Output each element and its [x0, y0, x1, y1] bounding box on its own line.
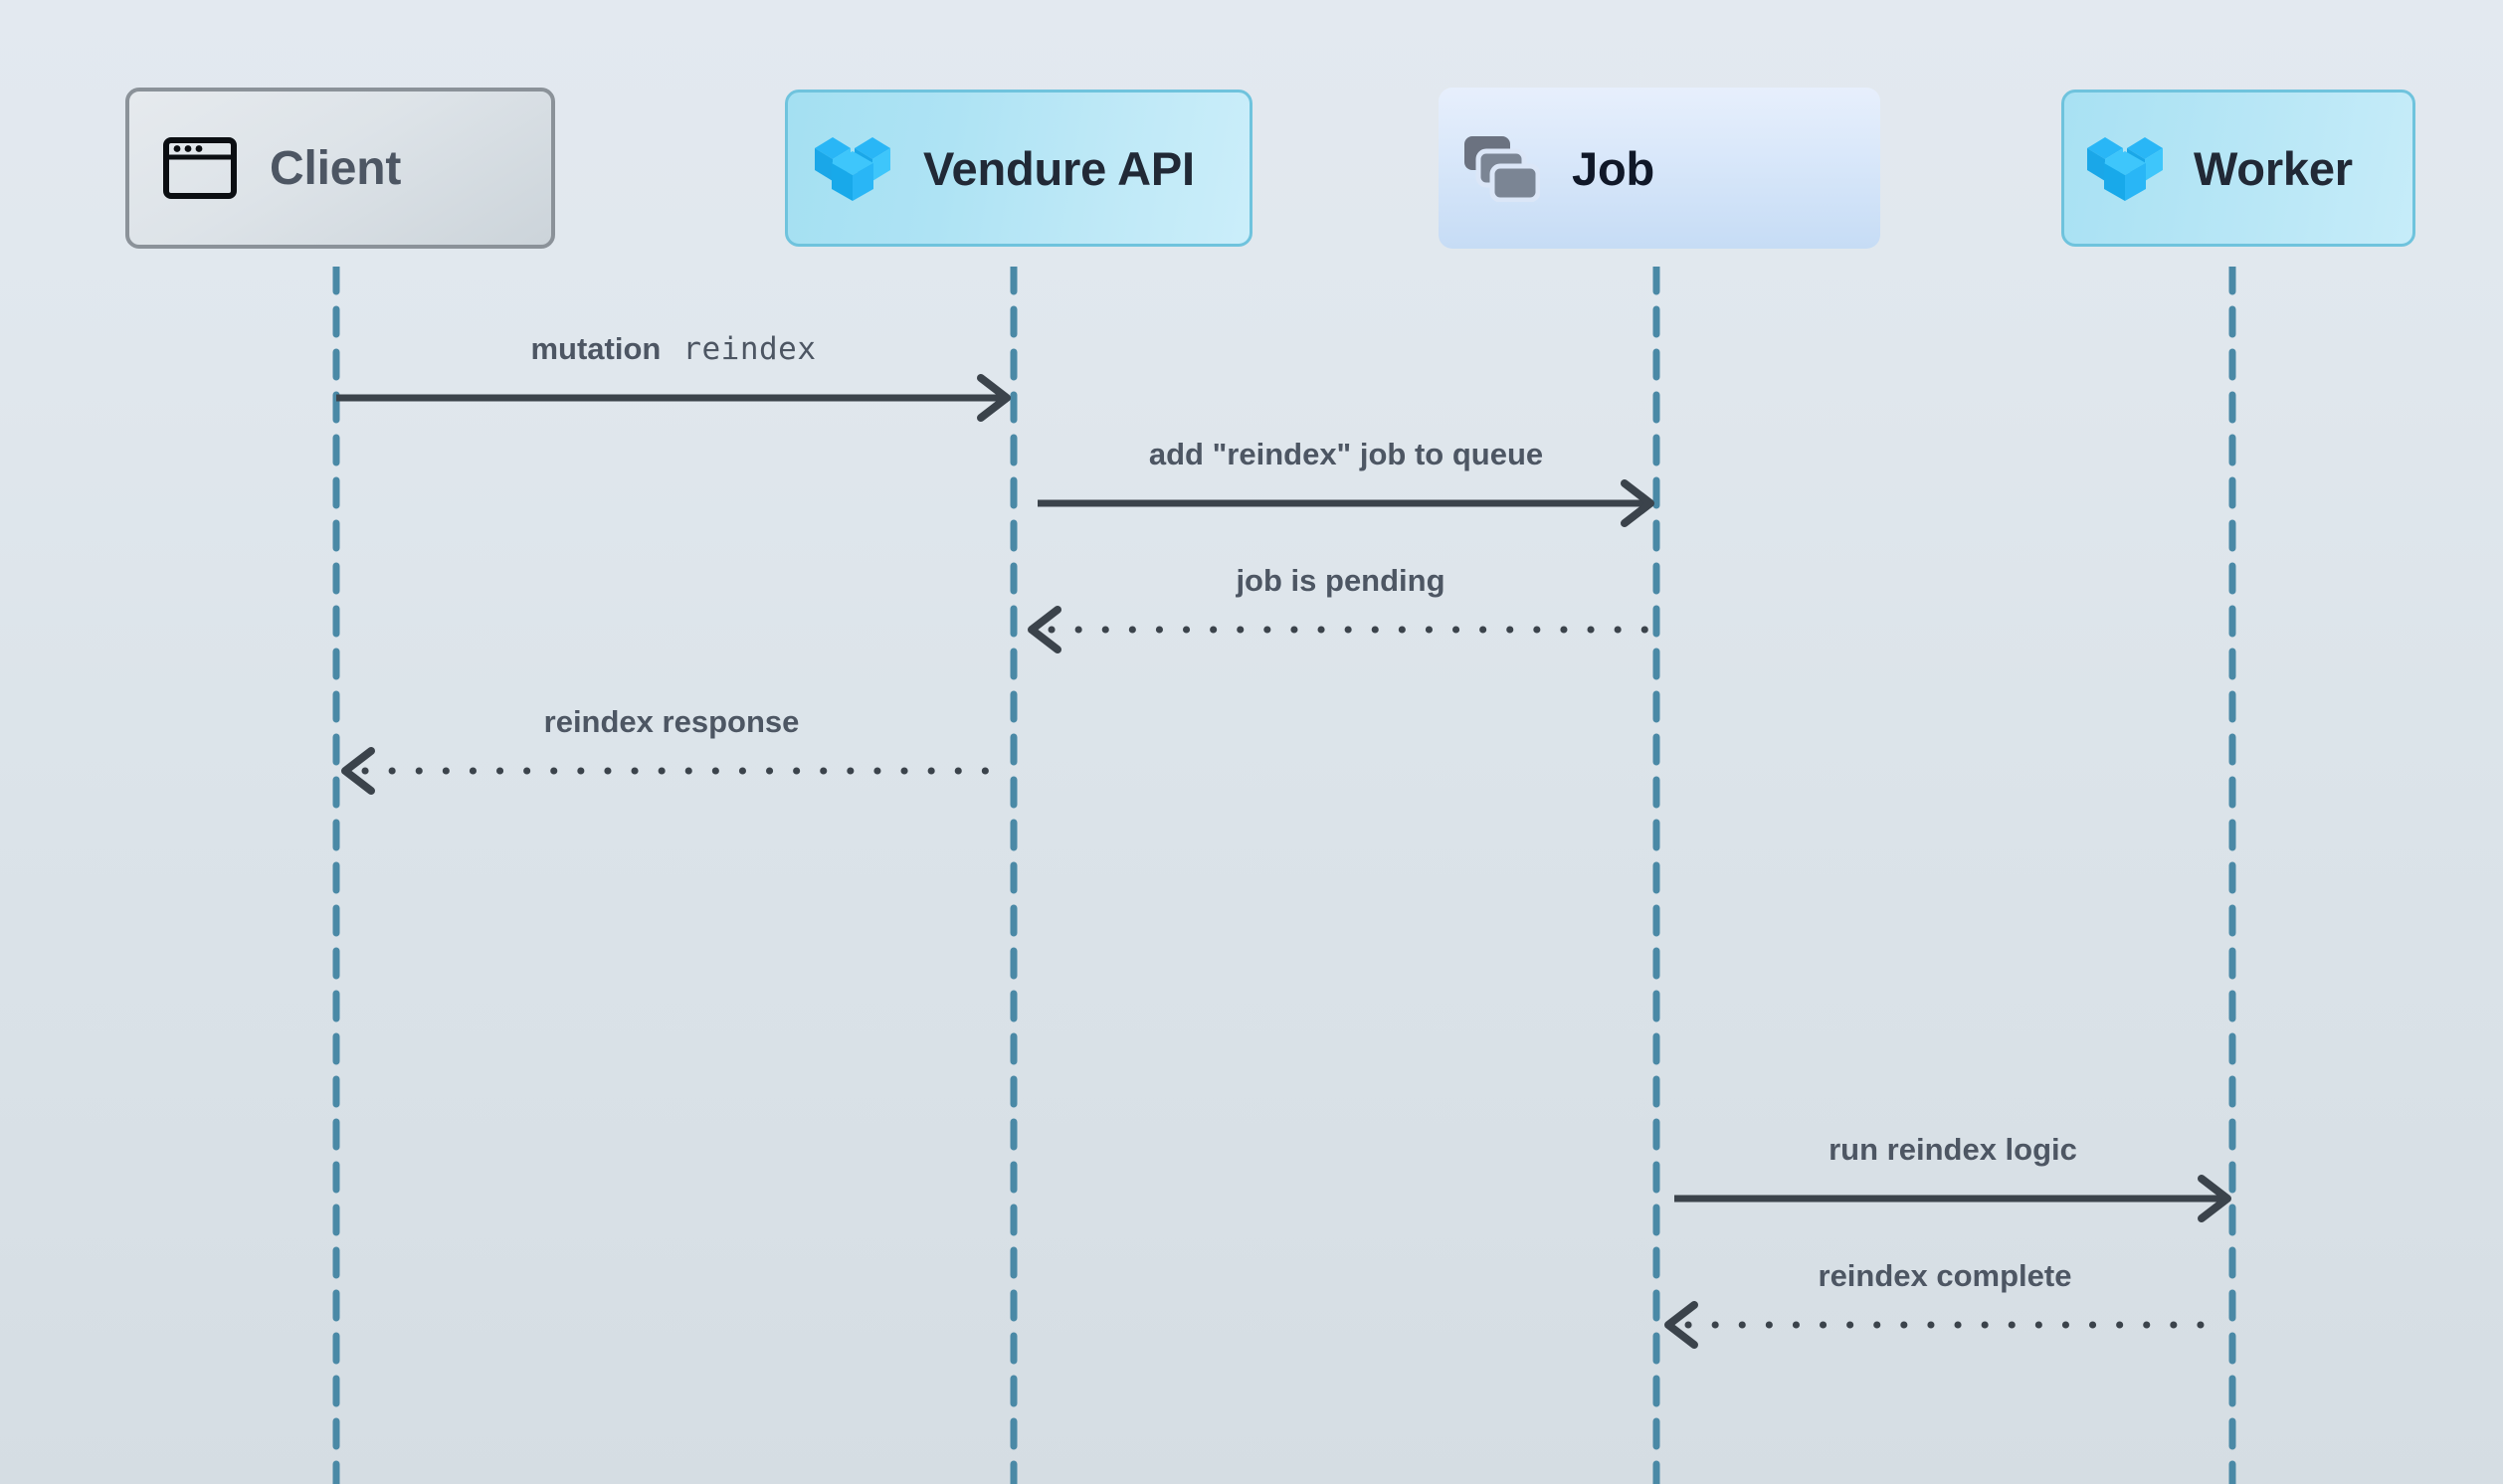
message-arrow-reindex-response [341, 747, 1000, 795]
message-run-reindex-logic: run reindex logic [1674, 1129, 2231, 1222]
message-reindex-response: reindex response [341, 701, 1000, 795]
message-arrow-add-reindex-job-to-queue [1038, 479, 1654, 527]
participant-label-job: Job [1572, 141, 1654, 195]
message-label-reindex-complete: reindex complete [1818, 1258, 2072, 1293]
message-arrow-mutation-reindex [336, 374, 1011, 422]
participant-label-vendure-api: Vendure API [923, 141, 1195, 195]
message-label-run-reindex-logic: run reindex logic [1829, 1132, 2077, 1167]
participant-label-client: Client [270, 141, 402, 195]
message-label-add-reindex-job-to-queue: add "reindex" job to queue [1148, 437, 1544, 471]
message-label-job-is-pending: job is pending [1236, 563, 1445, 598]
message-arrow-reindex-complete [1664, 1301, 2223, 1349]
participant-client[interactable]: Client [125, 88, 555, 249]
message-reindex-complete: reindex complete [1664, 1255, 2223, 1349]
vendure-cubes-icon [2084, 131, 2166, 205]
message-label-reindex-response: reindex response [543, 704, 800, 739]
participant-job[interactable]: Job [1439, 88, 1880, 249]
participant-vendure-api[interactable]: Vendure API [785, 90, 1252, 247]
message-add-reindex-job-to-queue: add "reindex" job to queue [1038, 434, 1654, 527]
lifeline-job [1652, 267, 1660, 1484]
message-arrow-run-reindex-logic [1674, 1175, 2231, 1222]
vendure-cubes-icon [812, 131, 893, 205]
lifeline-worker [2228, 267, 2236, 1484]
message-arrow-job-is-pending [1028, 606, 1651, 653]
browser-window-icon [163, 137, 237, 199]
lifeline-vendure-api [1010, 267, 1018, 1484]
participant-worker[interactable]: Worker [2061, 90, 2415, 247]
stacked-cards-icon [1462, 134, 1540, 202]
participant-label-worker: Worker [2194, 141, 2353, 195]
lifeline-client [332, 267, 340, 1484]
message-job-is-pending: job is pending [1028, 560, 1651, 653]
